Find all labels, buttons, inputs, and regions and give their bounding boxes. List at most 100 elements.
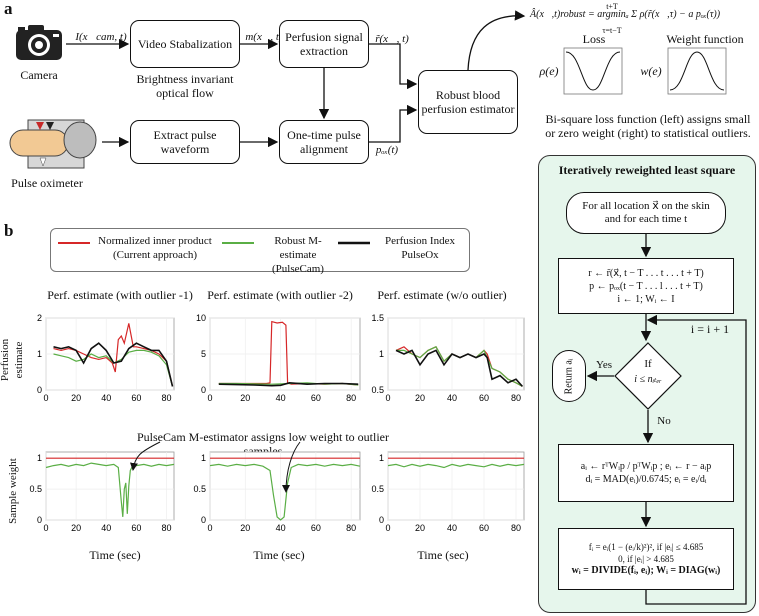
y-tick-label: 0 — [201, 515, 206, 525]
plot-title-2: Perf. estimate (with outlier -2) — [207, 288, 353, 302]
x-tick-label: 20 — [71, 393, 81, 403]
input-signal-label: I(x⃗cam, t) — [75, 31, 127, 43]
x-tick-label: 60 — [479, 393, 489, 403]
y-tick-label: 1 — [379, 453, 384, 463]
x-tick-label: 60 — [311, 523, 321, 533]
series-line-2 — [387, 463, 525, 469]
x-tick-label: 80 — [346, 393, 356, 403]
xlabel-3: Time (sec) — [417, 548, 469, 562]
series-line-3 — [53, 342, 174, 387]
y-tick-label: 1 — [379, 349, 384, 359]
flow-weight-box: fᵢ = eᵢ(1 − (eᵢ/k)²)², if |eᵢ| ≤ 4.685 0… — [558, 528, 734, 590]
y-tick-label: 0.5 — [371, 385, 384, 395]
panel-b-letter: b — [4, 221, 14, 240]
x-tick-label: 20 — [240, 393, 250, 403]
pox-label: pₒₓ(t) — [375, 144, 399, 156]
y-tick-label: 0.5 — [29, 484, 42, 494]
x-tick-label: 0 — [43, 523, 48, 533]
legend-box — [50, 228, 470, 272]
x-tick-label: 80 — [511, 393, 521, 403]
perfusion-extraction-box: Perfusion signal extraction — [279, 20, 369, 68]
flow-step-f1: fᵢ = eᵢ(1 − (eᵢ/k)²)², if |eᵢ| ≤ 4.685 — [588, 542, 704, 552]
flow-update-box: aᵢ ← rᵀWᵢp / pᵀWᵢp ; eᵢ ← r − aᵢp dᵢ = M… — [558, 444, 734, 502]
flow-yes-label: Yes — [595, 359, 612, 371]
irls-title: Iteratively reweighted least square — [558, 163, 736, 177]
series-line-2 — [45, 462, 175, 517]
flow-init-p: p ← pₒₓ(t − T . . . l . . . t + T) — [589, 280, 703, 292]
formula-upper-limit: t+T — [606, 2, 618, 11]
x-tick-label: 40 — [276, 523, 286, 533]
flow-condition: i ≤ nᵢₜₑᵣ — [634, 374, 662, 385]
y-tick-label: 0.5 — [193, 484, 206, 494]
pulse-alignment-box: One-time pulse alignment — [279, 120, 369, 164]
x-tick-label: 20 — [71, 523, 81, 533]
video-stabilization-box: Video Stabalization — [130, 20, 240, 68]
y-tick-label: 5 — [201, 349, 206, 359]
weight-function-plot — [667, 47, 727, 95]
pulse-oximeter-icon — [8, 118, 100, 170]
y-tick-label: 1 — [37, 453, 42, 463]
chart-frame — [45, 451, 175, 521]
x-tick-label: 60 — [131, 393, 141, 403]
series-line-3 — [395, 349, 523, 387]
x-tick-label: 0 — [385, 393, 390, 403]
flow-no-label: No — [657, 415, 671, 427]
x-tick-label: 0 — [43, 393, 48, 403]
flow-start-text: For all location x⃗ on the skin and for … — [582, 200, 710, 225]
flow-start-box: For all location x⃗ on the skin and for … — [566, 192, 726, 234]
y-tick-label: 0 — [201, 385, 206, 395]
robust-estimator-box: Robust blood perfusion estimator — [418, 70, 518, 134]
weight-ylabel: w(e) — [640, 64, 662, 78]
y-tick-label: 1.5 — [371, 313, 384, 323]
oximeter-label: Pulse oximeter — [11, 176, 83, 190]
r-tilde-label: r̃(x⃗, t) — [375, 33, 409, 45]
flow-step-f2: 0, if |eᵢ| > 4.685 — [618, 554, 674, 564]
brightness-note: Brightness invariant optical flow — [136, 72, 234, 100]
y-tick-label: 0 — [37, 385, 42, 395]
x-tick-label: 40 — [447, 523, 457, 533]
plot-title-1: Perf. estimate (with outlier -1) — [47, 288, 193, 302]
y-tick-label: 0 — [379, 515, 384, 525]
flow-step-w: wᵢ = DIVIDE(fᵢ, eᵢ); Wᵢ = DIAG(wᵢ) — [571, 565, 721, 576]
x-tick-label: 80 — [346, 523, 356, 533]
y-tick-label: 0 — [37, 515, 42, 525]
y-tick-label: 1 — [37, 349, 42, 359]
x-tick-label: 60 — [311, 393, 321, 403]
camera-icon — [14, 22, 64, 62]
flow-if-text: If — [644, 358, 652, 370]
loss-ylabel: ρ(e) — [539, 64, 559, 78]
series-line-3 — [218, 381, 359, 387]
loss-function-plot — [563, 47, 623, 95]
x-tick-label: 60 — [479, 523, 489, 533]
legend-item-pulseox: Perfusion Index PulseOx — [385, 235, 455, 261]
annotation-arrow-1 — [130, 441, 161, 471]
x-tick-label: 80 — [161, 393, 171, 403]
legend-item-robust: Robust M-estimate (PulseCam) — [272, 235, 324, 275]
x-tick-label: 60 — [131, 523, 141, 533]
xlabel-2: Time (sec) — [253, 548, 305, 562]
x-tick-label: 40 — [276, 393, 286, 403]
flow-init-r: r ← r̃(x⃗, t − T . . . t . . . t + T) — [588, 267, 704, 279]
x-tick-label: 80 — [161, 523, 171, 533]
weight-function-title: Weight function — [666, 32, 744, 46]
formula-lower-limit: τ=t−T — [602, 26, 622, 35]
robust-formula: Â(x⃗,t)robust = argminₐ Σ ρ(r̃(x⃗,τ) − a… — [530, 9, 721, 20]
annotation-arrow-2 — [282, 441, 301, 493]
plot-title-3: Perf. estimate (w/o outlier) — [377, 288, 507, 302]
flow-init-i: i ← 1; Wᵢ ← I — [617, 293, 675, 305]
series-line-2 — [209, 463, 361, 521]
y-tick-label: 2 — [37, 313, 42, 323]
camera-label: Camera — [20, 68, 58, 82]
x-tick-label: 20 — [240, 523, 250, 533]
x-tick-label: 0 — [207, 523, 212, 533]
x-tick-label: 20 — [415, 393, 425, 403]
x-tick-label: 0 — [207, 393, 212, 403]
y-tick-label: 1 — [201, 453, 206, 463]
